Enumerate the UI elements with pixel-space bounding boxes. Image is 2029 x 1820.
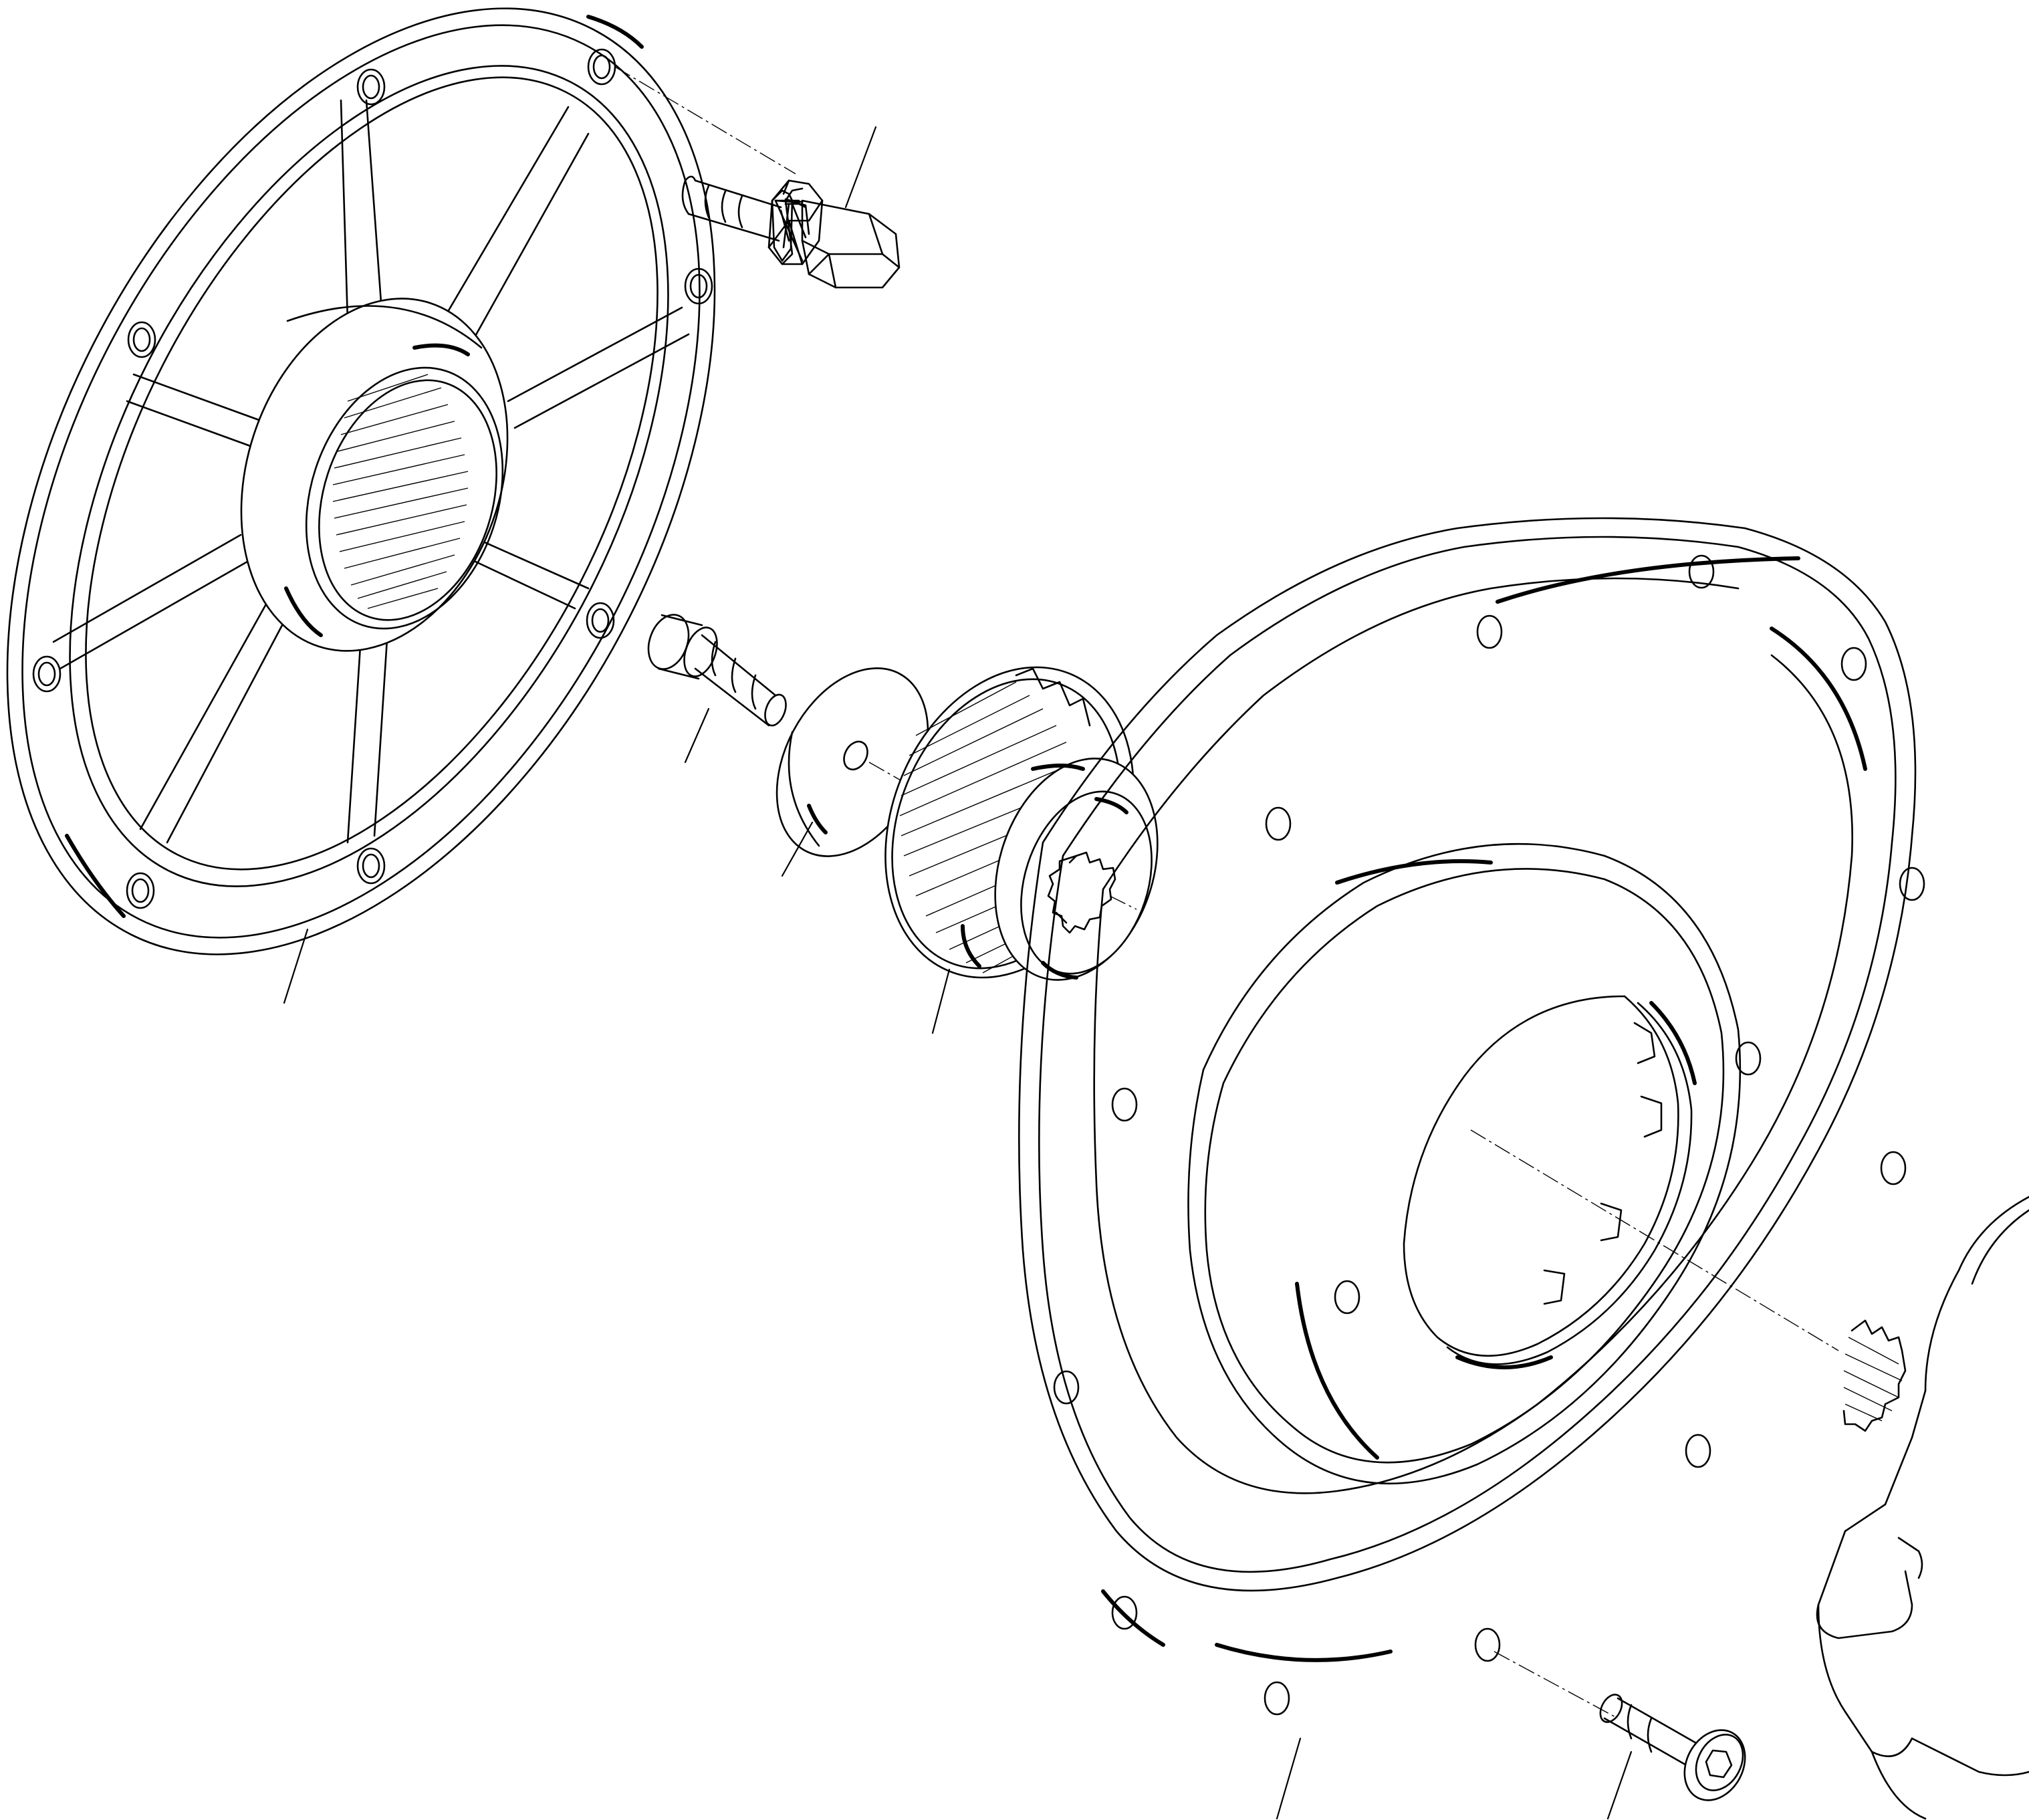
washer-leader-line bbox=[781, 821, 814, 877]
splined-shaft-housing bbox=[1816, 1196, 2029, 1820]
carrier-spokes bbox=[52, 99, 690, 844]
helical-gear bbox=[884, 666, 1159, 1034]
bolt-leader-line bbox=[844, 126, 877, 209]
carrier-leader-line bbox=[283, 928, 309, 1004]
screw-leader-line bbox=[1606, 1750, 1633, 1820]
plate-leader-line bbox=[1276, 1737, 1302, 1820]
plate-center-bore bbox=[1403, 995, 1839, 1369]
gear-leader-line bbox=[931, 968, 951, 1034]
plate-bolt-holes bbox=[1053, 554, 1925, 1716]
internal-spline-teeth bbox=[332, 374, 469, 609]
hex-bolt bbox=[614, 66, 901, 289]
gear-spline-bore bbox=[1047, 851, 1116, 934]
flywheel-plate bbox=[1018, 517, 1925, 1820]
shaft-pin bbox=[647, 614, 787, 764]
carrier-hub bbox=[240, 298, 509, 652]
housing-spline-shaft bbox=[1842, 1319, 1907, 1432]
socket-head-screw bbox=[1494, 1651, 1746, 1820]
ring-gear-carrier bbox=[6, 7, 716, 1004]
pin-leader-line bbox=[684, 707, 710, 764]
bolt-shank bbox=[774, 198, 810, 262]
